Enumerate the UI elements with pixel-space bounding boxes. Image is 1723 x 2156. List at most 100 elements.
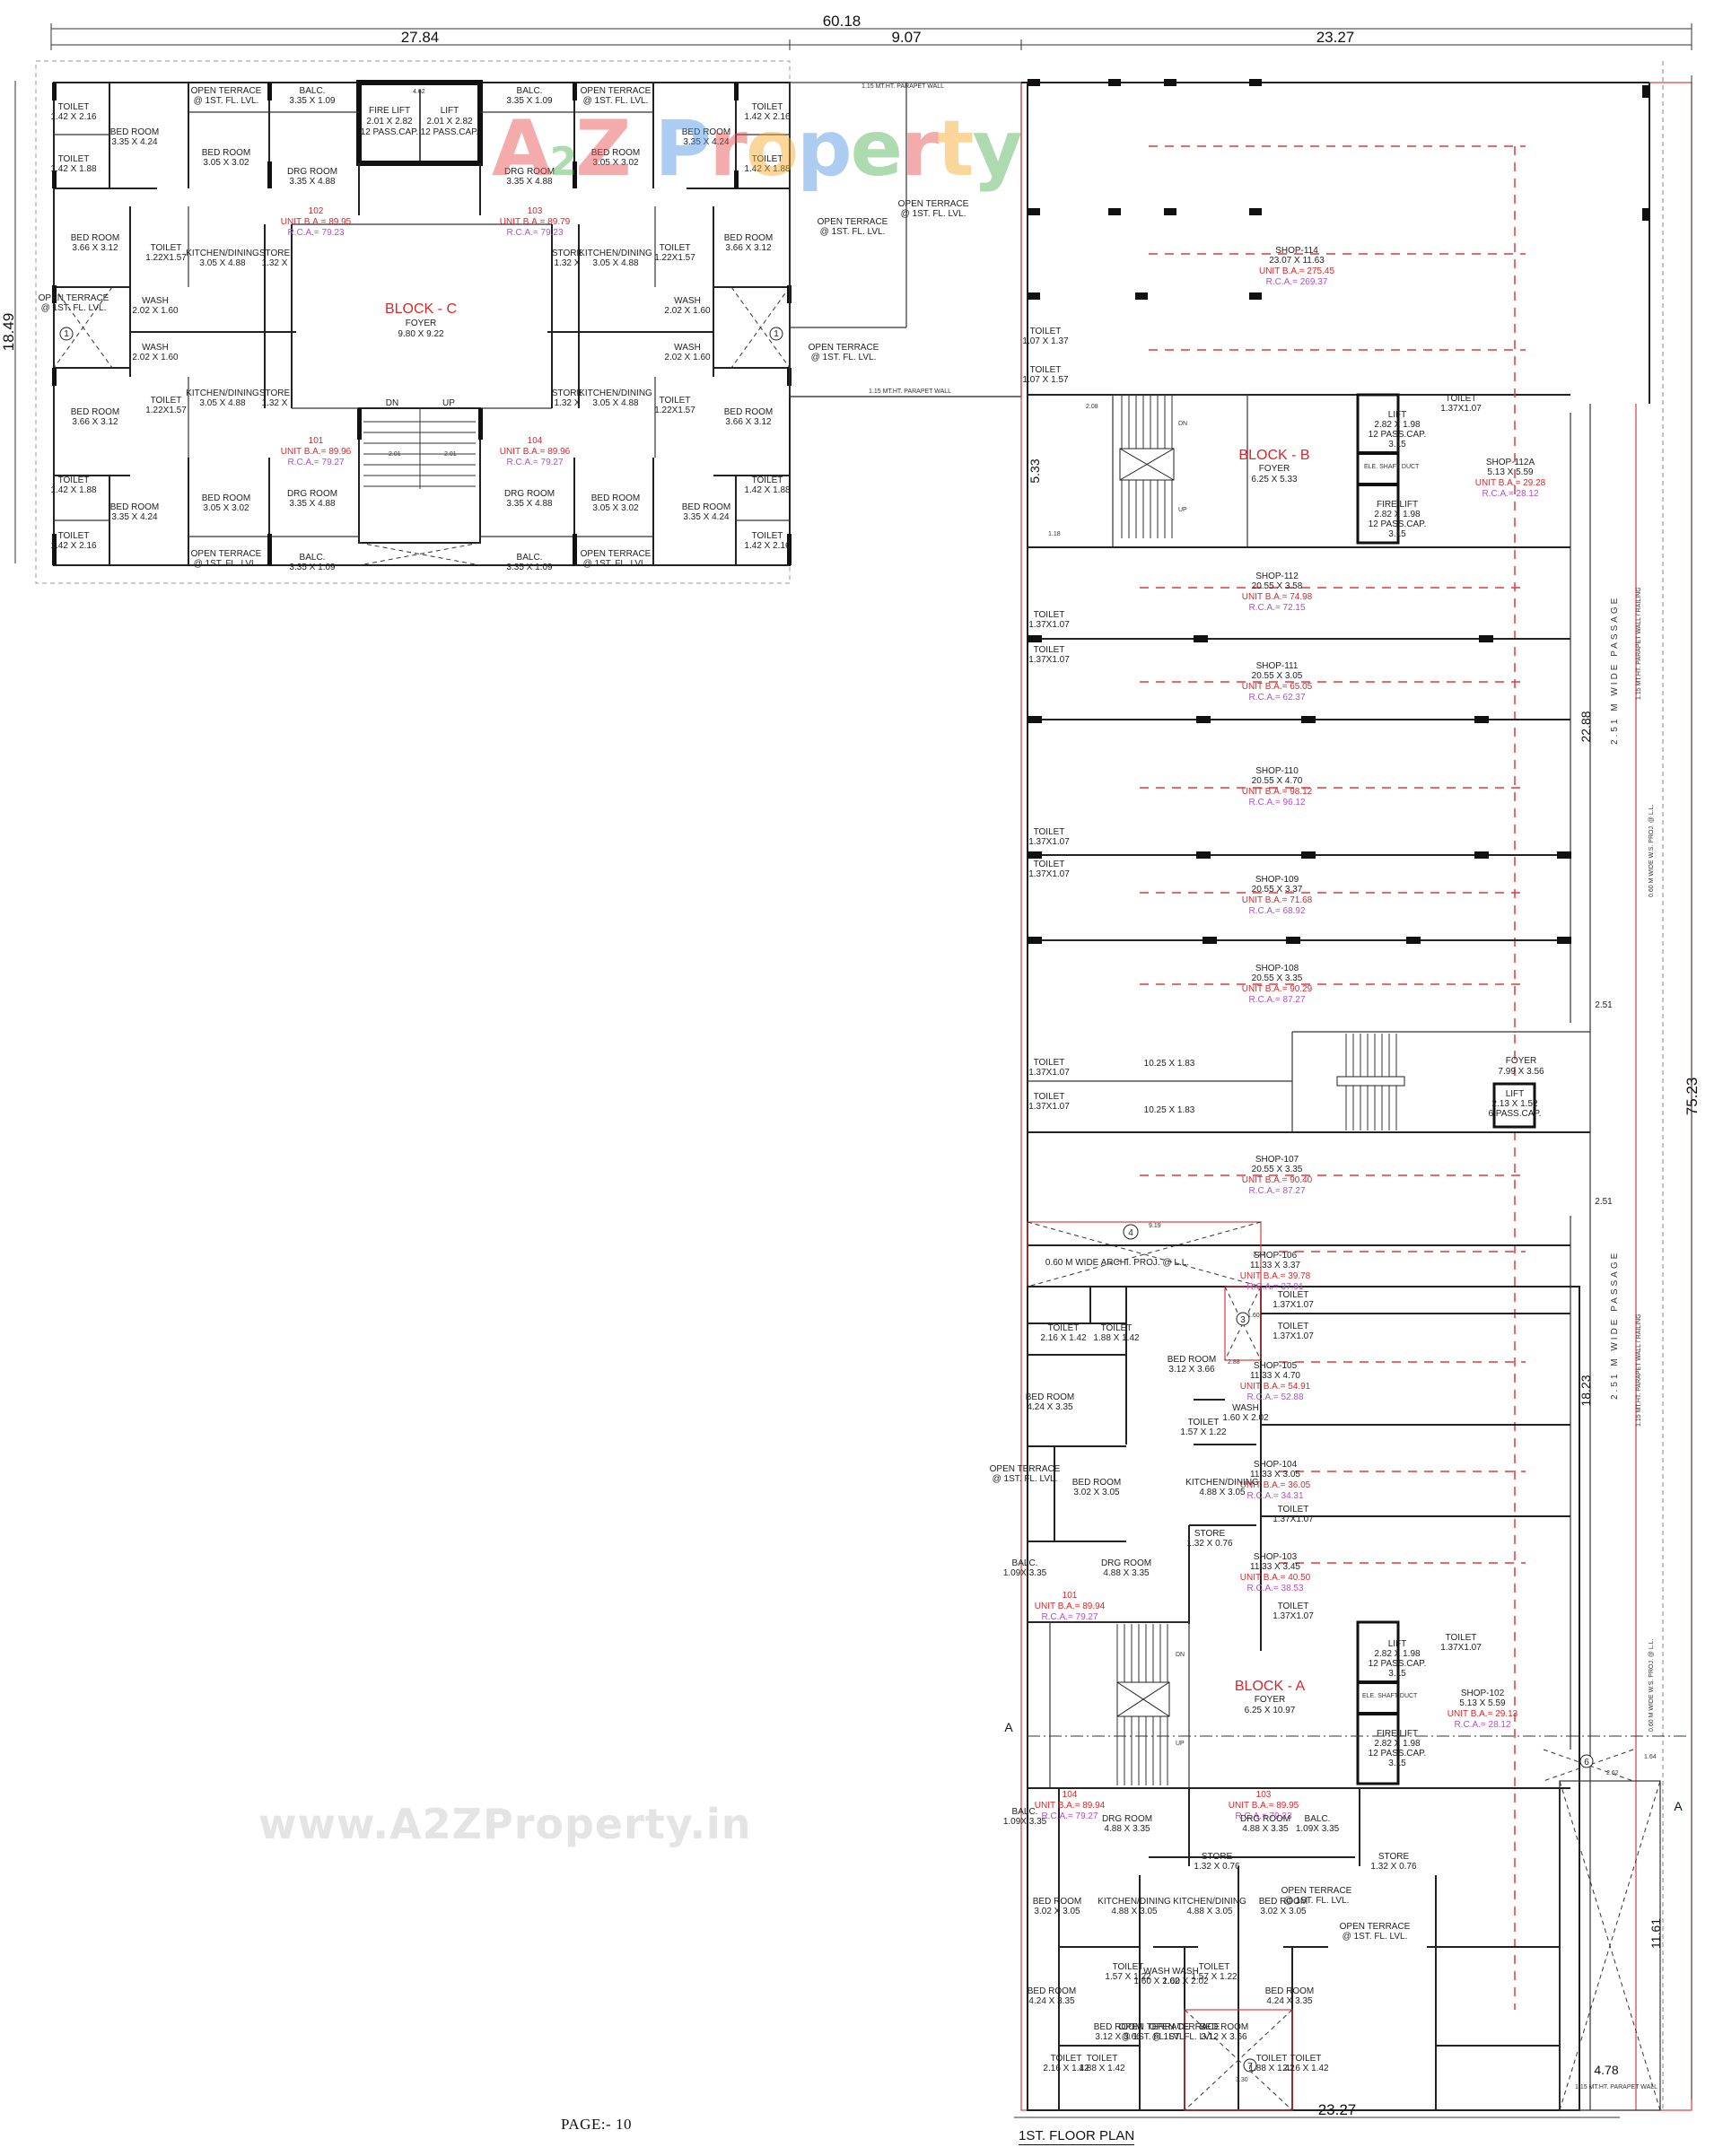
svg-text:11.61: 11.61 xyxy=(1649,1918,1663,1949)
svg-text:TOILET: TOILET xyxy=(1278,1505,1309,1514)
svg-text:1.60 X 2.02: 1.60 X 2.02 xyxy=(1133,1977,1180,1986)
svg-text:BED ROOM: BED ROOM xyxy=(591,148,640,158)
svg-text:SHOP-112A: SHOP-112A xyxy=(1486,458,1535,467)
svg-text:12 PASS.CAP.: 12 PASS.CAP. xyxy=(1369,430,1427,440)
svg-text:12 PASS.CAP.: 12 PASS.CAP. xyxy=(1369,519,1427,529)
middle-open-terrace-0: OPEN TERRACE@ 1ST. FL. LVL. xyxy=(818,217,888,237)
svg-text:LIFT: LIFT xyxy=(1388,1639,1407,1649)
svg-text:12 PASS.CAP.: 12 PASS.CAP. xyxy=(361,127,419,137)
svg-text:BED ROOM: BED ROOM xyxy=(591,493,640,503)
svg-text:1.37X1.07: 1.37X1.07 xyxy=(1273,1331,1314,1341)
svg-text:UNIT B.A.= 89.94: UNIT B.A.= 89.94 xyxy=(1035,1602,1106,1611)
svg-text:11.33 X 3.05: 11.33 X 3.05 xyxy=(1250,1470,1300,1480)
svg-text:@ 1ST. FL. LVL.: @ 1ST. FL. LVL. xyxy=(811,353,877,362)
svg-text:1.42 X 1.88: 1.42 X 1.88 xyxy=(50,485,97,495)
svg-text:4.88 X 3.05: 4.88 X 3.05 xyxy=(1186,1907,1233,1916)
svg-text:WASH: WASH xyxy=(674,343,701,353)
svg-text:TOILET: TOILET xyxy=(752,102,783,112)
svg-text:6.25 X 5.33: 6.25 X 5.33 xyxy=(1251,475,1298,484)
svg-text:OPEN TERRACE: OPEN TERRACE xyxy=(990,1464,1061,1474)
svg-text:3.35 X 1.09: 3.35 X 1.09 xyxy=(506,96,553,106)
block-c-room-balc--7: BALC.3.35 X 1.09 xyxy=(506,86,553,106)
svg-text:1.37X1.07: 1.37X1.07 xyxy=(1440,404,1482,414)
svg-text:UNIT B.A.= 89.95: UNIT B.A.= 89.95 xyxy=(1229,1801,1299,1811)
svg-text:2.16 X 1.42: 2.16 X 1.42 xyxy=(1043,2064,1089,2073)
svg-text:2.01 X 2.82: 2.01 X 2.82 xyxy=(426,117,473,127)
svg-text:TOILET: TOILET xyxy=(752,531,783,541)
svg-text:KITCHEN/DINING: KITCHEN/DINING xyxy=(1098,1897,1171,1907)
svg-text:104: 104 xyxy=(1063,1790,1078,1800)
watermark-letter: y xyxy=(972,104,1022,194)
svg-text:1.57 X 1.22: 1.57 X 1.22 xyxy=(1180,1427,1227,1437)
svg-text:3.35 X 1.09: 3.35 X 1.09 xyxy=(506,563,553,572)
svg-text:TOILET: TOILET xyxy=(1188,1418,1220,1427)
svg-text:2.51 M WIDE PASSAGE: 2.51 M WIDE PASSAGE xyxy=(1610,596,1620,745)
svg-text:UNIT B.A.= 40.50: UNIT B.A.= 40.50 xyxy=(1240,1573,1311,1583)
svg-text:OPEN TERRACE: OPEN TERRACE xyxy=(581,86,652,96)
svg-text:UNIT B.A.= 54.91: UNIT B.A.= 54.91 xyxy=(1240,1382,1311,1392)
svg-text:TOILET: TOILET xyxy=(1034,860,1065,869)
svg-text:R.C.A.= 79.27: R.C.A.= 79.27 xyxy=(287,458,345,467)
svg-text:BED ROOM: BED ROOM xyxy=(1072,1478,1121,1488)
svg-text:5.13 X 5.59: 5.13 X 5.59 xyxy=(1459,1698,1506,1708)
svg-text:R.C.A.= 79.27: R.C.A.= 79.27 xyxy=(1041,1811,1098,1821)
svg-text:LIFT: LIFT xyxy=(441,106,459,116)
svg-text:1.37X1.07: 1.37X1.07 xyxy=(1028,620,1070,630)
svg-text:1.88 X 1.42: 1.88 X 1.42 xyxy=(1079,2064,1125,2073)
svg-text:BED ROOM: BED ROOM xyxy=(1259,1897,1308,1907)
svg-text:STORE: STORE xyxy=(259,388,291,398)
svg-text:3.02 X 3.05: 3.02 X 3.05 xyxy=(1034,1907,1080,1916)
svg-text:102: 102 xyxy=(309,206,324,216)
svg-text:DN: DN xyxy=(386,398,398,408)
svg-text:R.C.A.= 96.12: R.C.A.= 96.12 xyxy=(1248,798,1306,807)
svg-text:BED ROOM: BED ROOM xyxy=(110,127,159,137)
svg-text:R.C.A.= 28.12: R.C.A.= 28.12 xyxy=(1454,1720,1511,1730)
svg-text:R.C.A.= 87.27: R.C.A.= 87.27 xyxy=(1248,995,1306,1005)
svg-text:1.15 MT.HT. PARAPET WALL: 1.15 MT.HT. PARAPET WALL xyxy=(869,388,951,395)
svg-text:1.88 X 1.42: 1.88 X 1.42 xyxy=(1093,1333,1140,1343)
svg-text:SHOP-114: SHOP-114 xyxy=(1275,246,1318,256)
svg-text:SHOP-102: SHOP-102 xyxy=(1461,1689,1505,1698)
svg-text:TOILET: TOILET xyxy=(1256,2054,1288,2064)
svg-text:BED ROOM: BED ROOM xyxy=(724,233,773,243)
svg-text:TOILET: TOILET xyxy=(1034,610,1065,620)
svg-text:@ 1ST. FL. LVL.: @ 1ST. FL. LVL. xyxy=(820,227,886,237)
svg-text:2.01: 2.01 xyxy=(444,451,457,458)
svg-text:1.09X 3.35: 1.09X 3.35 xyxy=(1296,1824,1340,1834)
svg-text:3.35 X 4.88: 3.35 X 4.88 xyxy=(506,499,553,509)
svg-text:3.35 X 4.24: 3.35 X 4.24 xyxy=(683,512,730,522)
svg-text:STORE: STORE xyxy=(552,388,583,398)
svg-text:1.09X 3.35: 1.09X 3.35 xyxy=(1003,1568,1047,1578)
svg-text:OPEN TERRACE: OPEN TERRACE xyxy=(809,343,879,353)
svg-text:UNIT B.A.= 74.98: UNIT B.A.= 74.98 xyxy=(1242,592,1313,602)
svg-text:BED ROOM: BED ROOM xyxy=(1265,1986,1314,1996)
svg-text:BED ROOM: BED ROOM xyxy=(71,407,119,417)
svg-text:UNIT B.A.= 29.13: UNIT B.A.= 29.13 xyxy=(1447,1709,1518,1719)
svg-text:UNIT B.A.= 89.79: UNIT B.A.= 89.79 xyxy=(500,217,571,227)
watermark-letter: e xyxy=(850,104,903,194)
unit-104-label: 104 UNIT B.A.= 89.96 R.C.A.= 79.27 xyxy=(500,436,571,467)
watermark-letter: Z xyxy=(575,104,631,194)
